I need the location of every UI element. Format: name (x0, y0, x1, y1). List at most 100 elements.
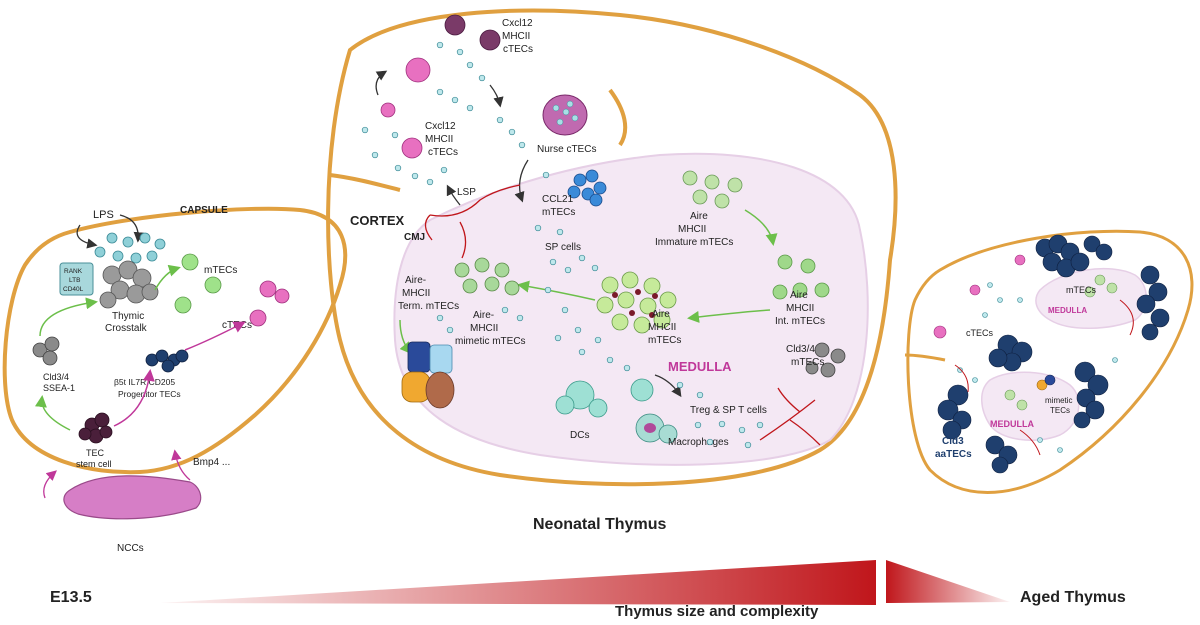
cortex-circulation-arrow-left (375, 70, 388, 96)
cld3-label: Cld3 (942, 436, 964, 447)
cxcl12-low-ctecs-label: cTECs (503, 44, 533, 55)
aged-ctec-cells (933, 254, 1026, 339)
mhcii-term-label: MHCII (402, 288, 430, 299)
progenitor-tecs-label: Progenitor TECs (118, 389, 181, 399)
int-mtecs-label: Int. mTECs (775, 316, 825, 327)
growth-ramp (160, 560, 876, 605)
green-arrow-stem-to-progenitor (113, 369, 155, 427)
aged-medulla-bottom-label: MEDULLA (990, 419, 1034, 429)
term-mtecs-label: Term. mTECs (398, 301, 459, 312)
cld34-ssea1-cells (32, 336, 60, 366)
bmp4-label: Bmp4 ... (193, 457, 230, 468)
size-complexity-axis: E13.5 Thymus size and complexity Aged Th… (50, 560, 1126, 620)
aged-mtec-cells (1004, 274, 1118, 411)
aa-tec-clusters (937, 234, 1170, 474)
nurse-ctec-thymocytes (552, 100, 579, 126)
stem-cell-label: stem cell (76, 459, 112, 469)
mhcii-int-label: MHCII (786, 303, 814, 314)
dcs-label: DCs (570, 430, 589, 441)
nccs-label: NCCs (117, 543, 144, 554)
size-complexity-label: Thymus size and complexity (615, 603, 819, 620)
tec-stem-cell (78, 412, 113, 444)
cd40l-label: CD40L (63, 286, 84, 293)
neonatal-capsule-outline (326, 8, 898, 487)
cxcl12-low-ctecs (444, 14, 501, 51)
rank-label: RANK (64, 268, 83, 275)
left-capsule-outline (2, 206, 348, 475)
rank-box (59, 262, 94, 296)
sp-cells-label: SP cells (545, 242, 581, 253)
left-mtec-cells (174, 253, 222, 314)
cld34-medulla-label: Cld3/4 (786, 344, 815, 355)
cld34-label: Cld3/4 (43, 372, 69, 382)
ncc-arrow (43, 470, 57, 499)
aire-hi-mtecs (596, 271, 677, 334)
aire-term-label: Aire- (405, 275, 426, 286)
cxcl12-high-ctecs-label: cTECs (428, 147, 458, 158)
crosstalk-arrow (119, 214, 144, 243)
left-mtecs-label: mTECs (204, 265, 237, 276)
involution-ramp (886, 560, 1010, 603)
aatecs-label: aaTECs (935, 449, 972, 460)
mhcii-mimetic-label: MHCII (470, 323, 498, 334)
lsp-arrow (446, 184, 461, 206)
green-arrow-to-mtecs (154, 264, 181, 291)
cortex-circulation-arrow-right (489, 84, 504, 108)
green-arrow-immature-to-int (744, 209, 778, 246)
lsp-label: LSP (457, 187, 476, 198)
ncc-mesenchyme (63, 475, 202, 520)
progenitor-tec-cells (145, 349, 189, 373)
ccl21-mtecs (567, 169, 607, 207)
ssea1-label: SSEA-1 (43, 383, 75, 393)
cortex-septum-left (329, 173, 401, 192)
aged-blood-vessels (954, 299, 1134, 456)
treg-label: Treg & SP T cells (690, 405, 767, 416)
aged-mimetic-label: mimetic (1045, 396, 1073, 405)
aire-immature-label: Aire (690, 211, 708, 222)
aged-thymocyte-dots (957, 282, 1118, 453)
mimetic-cells (401, 341, 455, 409)
ccl21-mtecs-label: mTECs (542, 207, 575, 218)
nurse-ctecs-label: Nurse cTECs (537, 144, 596, 155)
cld34-mtecs (805, 342, 846, 378)
dendritic-cells (555, 378, 654, 418)
treg-arrow (654, 374, 682, 398)
aged-mimetic-tecs-label: TECs (1050, 406, 1070, 415)
aged-mimetic-cells (1036, 374, 1056, 391)
aged-mtecs-label: mTECs (1066, 285, 1096, 295)
aged-medulla-top-label: MEDULLA (1048, 306, 1087, 315)
mhcii-high-label: MHCII (425, 134, 453, 145)
medulla-label: MEDULLA (668, 359, 732, 374)
cortex-to-medulla-arrow (514, 159, 529, 203)
e135-label: E13.5 (50, 589, 92, 606)
cortex-septum-right (608, 88, 628, 147)
embryonic-thymus: CAPSULE LPS RANK LTB CD40L Thymic Crosst… (2, 205, 348, 554)
immature-mtecs (682, 170, 743, 209)
immature-mtecs-label: Immature mTECs (655, 237, 733, 248)
aire-hi-label: Aire (652, 309, 670, 320)
mimetic-mtecs-label: mimetic mTECs (455, 336, 526, 347)
thymocyte-dots (361, 41, 764, 449)
cmj-label: CMJ (404, 232, 425, 243)
green-arrow-cld-to-crosstalk (39, 297, 98, 337)
aged-medulla-bottom (981, 371, 1080, 441)
green-arrow-stem-to-cld (34, 395, 71, 431)
cxcl12-high-label: Cxcl12 (425, 121, 456, 132)
blood-vessels (424, 184, 821, 446)
terminal-mtecs (454, 257, 520, 296)
aged-capsule-outline (906, 229, 1194, 494)
aged-medulla-top (1035, 267, 1147, 329)
cyan-signal-dots (94, 232, 166, 264)
thymic-crosstalk-cluster (99, 260, 159, 309)
aged-septum (904, 353, 946, 362)
intermediate-mtecs (772, 254, 830, 300)
cxcl12-low-label: Cxcl12 (502, 18, 533, 29)
crosstalk-label: Crosstalk (105, 323, 148, 334)
macrophages-label: Macrophages (668, 437, 729, 448)
aire-int-label: Aire (790, 290, 808, 301)
aire-hi-antigen-dots (612, 289, 658, 318)
magenta-arrow-progenitor-to-ctecs (184, 321, 246, 351)
capsule-label: CAPSULE (180, 205, 228, 216)
